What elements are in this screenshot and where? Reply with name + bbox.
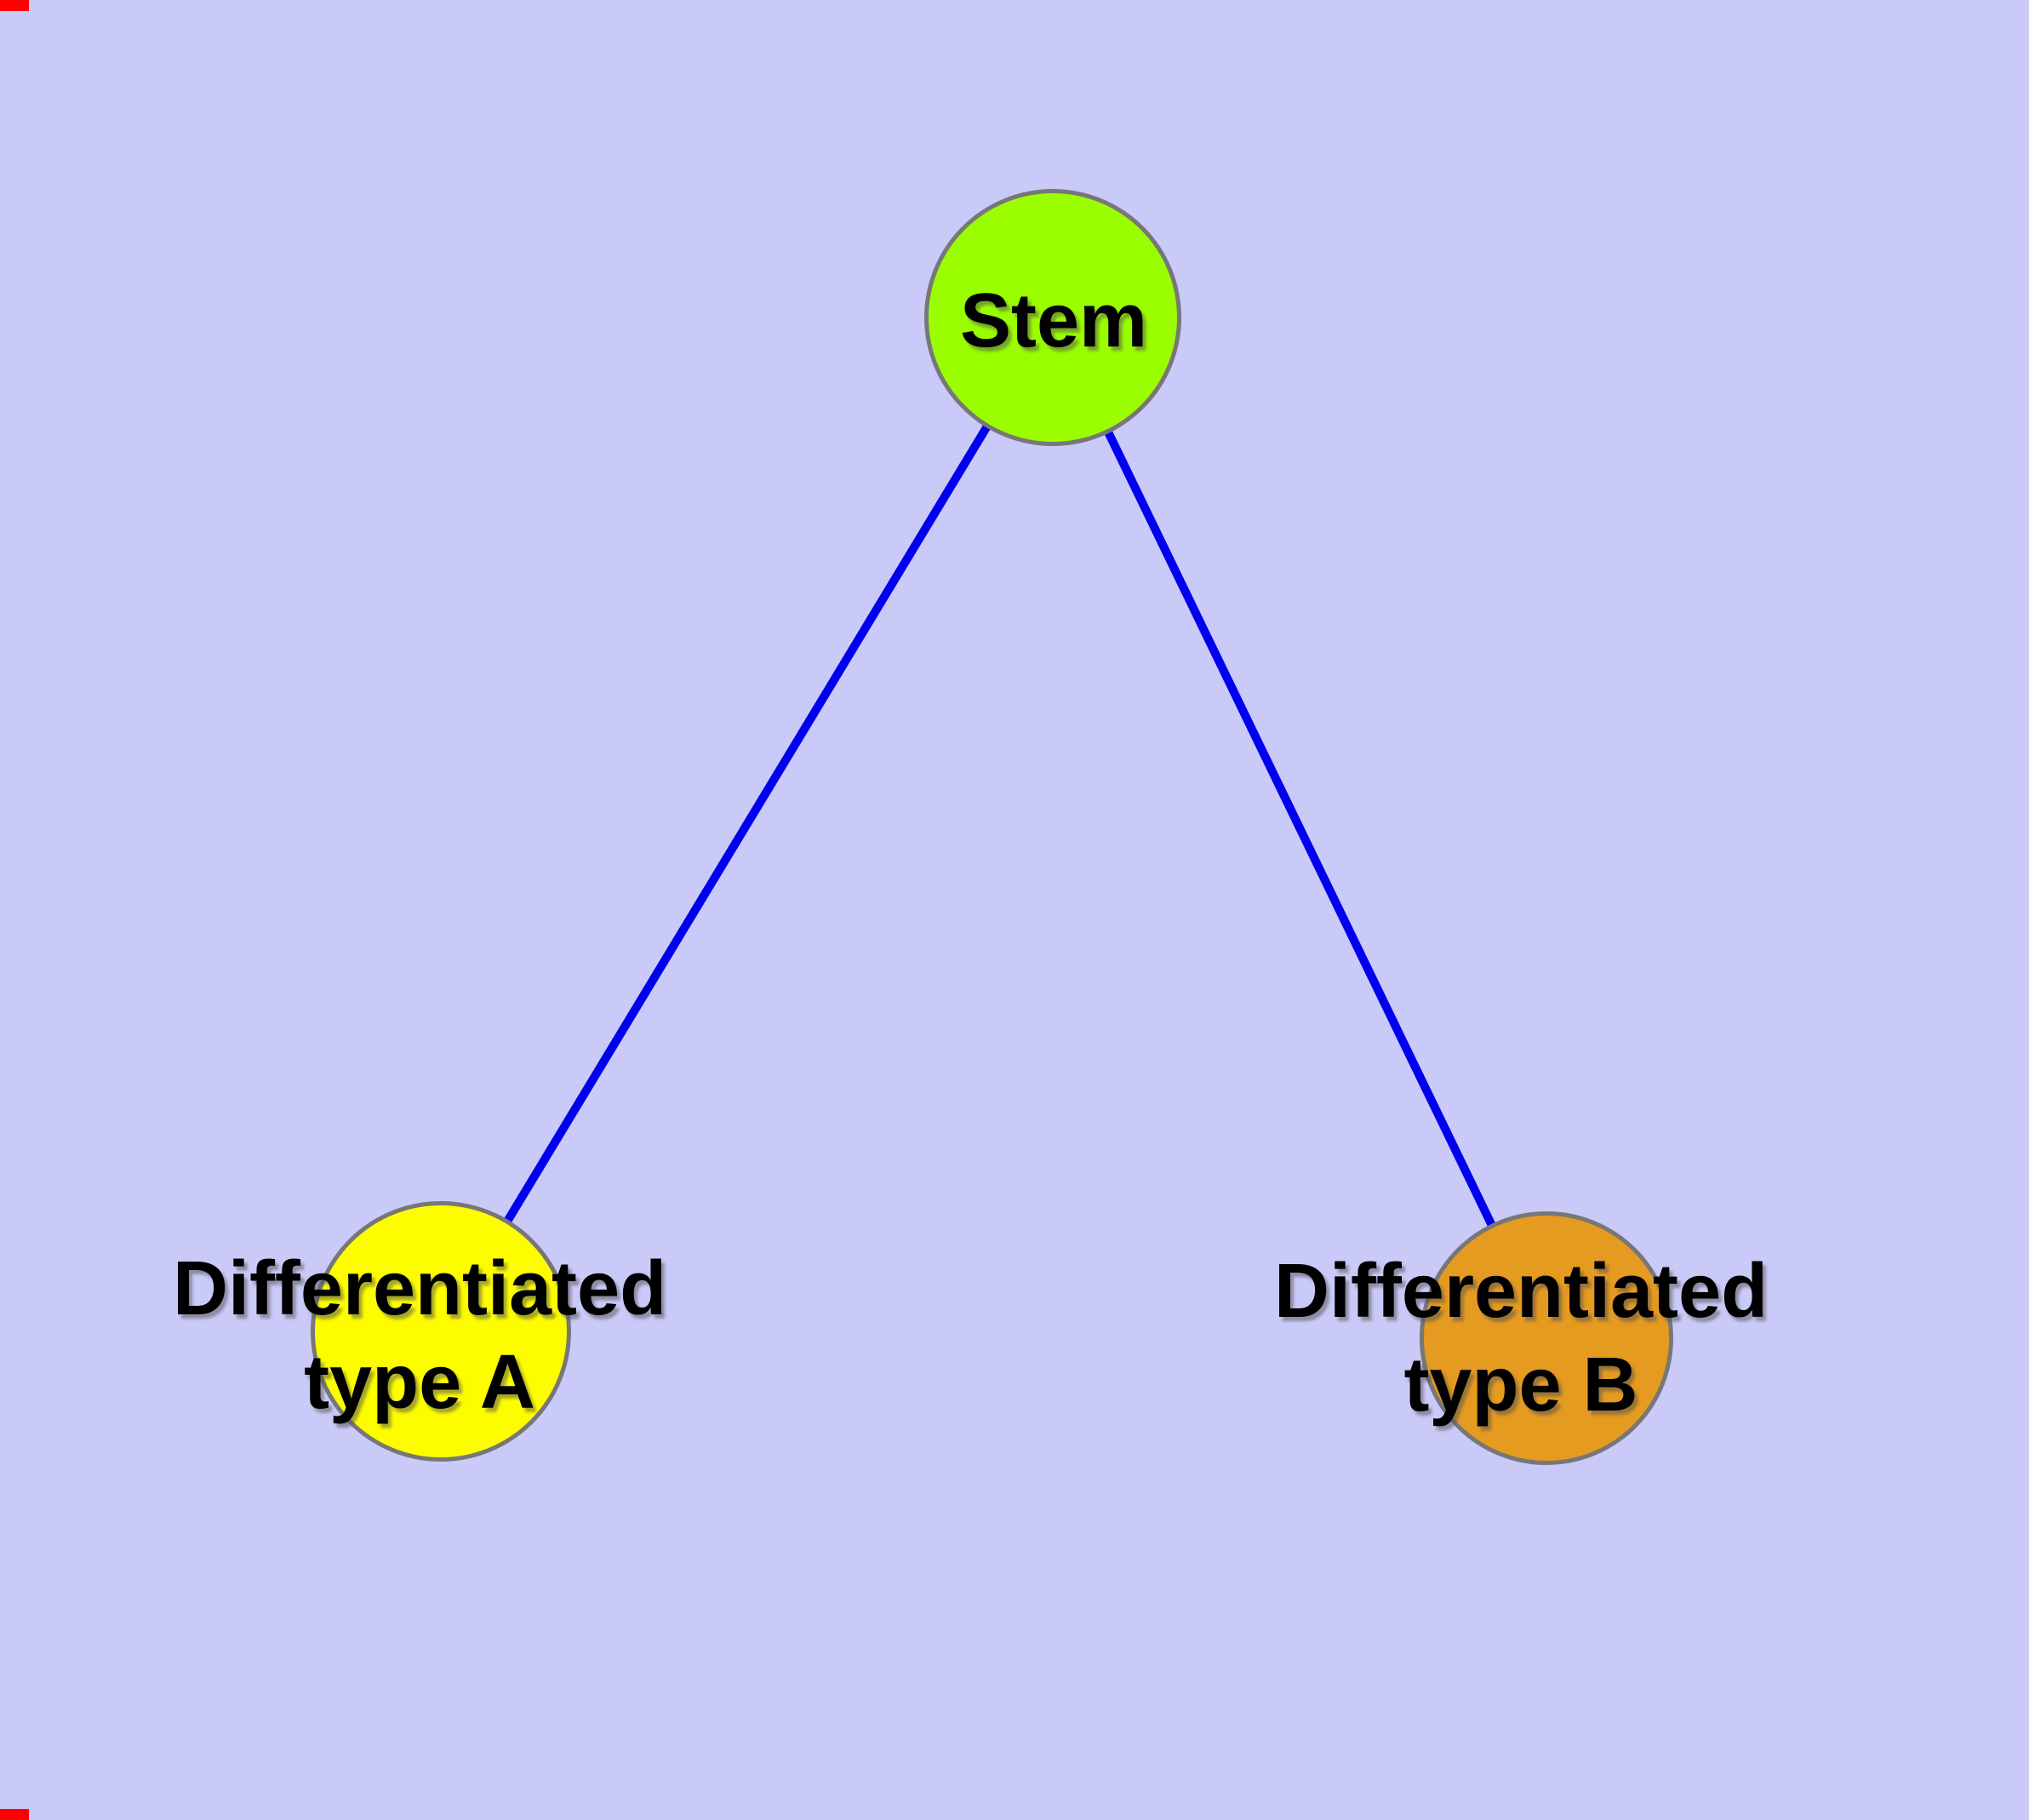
node-stem-label-line-1: Stem xyxy=(959,278,1148,363)
red-mark-bottom-left xyxy=(0,1809,29,1820)
node-type-a-label-line-1: Differentiated xyxy=(172,1246,667,1331)
red-mark-top-left xyxy=(0,0,29,11)
node-type-b-label-line-1: Differentiated xyxy=(1273,1249,1769,1334)
node-stem-circle xyxy=(924,189,1181,446)
node-type-b-label-line-2: type B xyxy=(1403,1342,1638,1428)
node-type-b-circle xyxy=(1420,1211,1673,1465)
edge-stem-type-b xyxy=(1049,315,1551,1341)
node-stem-label: Stem xyxy=(960,274,1147,368)
node-type-a-label-line-2: type A xyxy=(304,1340,535,1425)
node-type-a-circle xyxy=(311,1201,571,1462)
edge-stem-type-a xyxy=(437,315,1057,1334)
node-type-a-label: Differentiated type A xyxy=(173,1242,666,1429)
